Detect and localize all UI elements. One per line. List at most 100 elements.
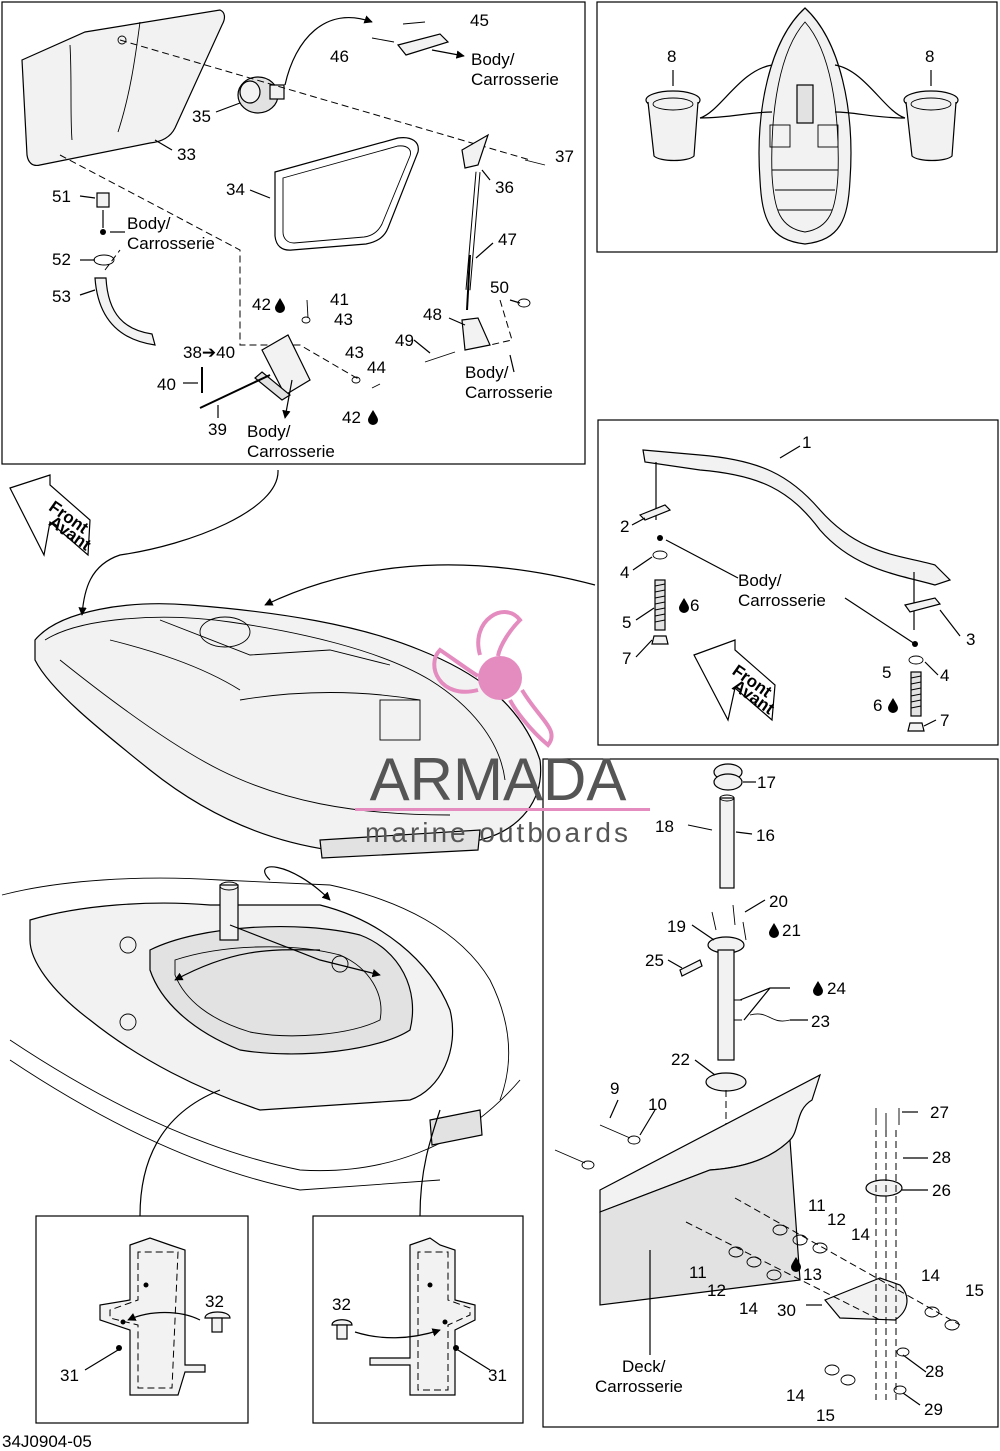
boat-top-view [758,7,852,245]
callout-labels: 45 46 Body/ Carrosserie 35 33 37 34 36 5… [2,11,984,1451]
label-28a: 28 [932,1148,951,1167]
deck-label-b: Carrosserie [595,1377,683,1396]
hinge [199,334,311,409]
label-11b: 11 [689,1263,707,1282]
label-25: 25 [645,951,664,970]
label-8b: 8 [925,47,934,66]
watermark-name: ARMADA [370,746,627,813]
label-27: 27 [930,1103,949,1122]
label-31a: 31 [60,1366,79,1385]
body-label-2a: Body/ [127,214,171,233]
label-14b: 14 [921,1266,940,1285]
label-31b: 31 [488,1366,507,1385]
label-14c: 14 [739,1299,758,1318]
label-12b: 12 [707,1281,726,1300]
body-label-1b: Carrosserie [471,70,559,89]
tow-post-assembly [554,763,961,1406]
label-38-40: 38➔40 [183,343,235,362]
propeller-icon [432,610,554,748]
cupholder-panel [645,7,959,245]
grab-handle-panel [631,445,961,732]
label-36: 36 [495,178,514,197]
panel-left-bracket [84,1237,231,1396]
figure-code: 34J0904-05 [2,1432,92,1451]
label-16: 16 [756,826,775,845]
label-44: 44 [367,358,386,377]
label-11a: 11 [808,1196,826,1215]
latch [237,76,285,114]
label-42b: 42 [342,408,361,427]
label-35: 35 [192,107,211,126]
boat-perspective-view [34,469,596,859]
label-53: 53 [52,287,71,306]
hatch-cover [21,9,226,167]
label-47: 47 [498,230,517,249]
label-7b: 7 [940,711,949,730]
label-23: 23 [811,1012,830,1031]
hatch-assembly [21,9,546,409]
deck-label-a: Deck/ [622,1357,666,1376]
striker-plate [371,21,450,56]
label-15a: 15 [965,1281,984,1300]
body-label-1a: Body/ [471,50,515,69]
label-24: 24 [827,979,846,998]
label-22: 22 [671,1050,690,1069]
watermark-logo: ARMADA marine outboards [355,610,650,848]
label-33: 33 [177,145,196,164]
label-2: 2 [620,517,629,536]
label-7a: 7 [622,649,631,668]
label-49: 49 [395,331,414,350]
label-5a: 5 [622,613,631,632]
label-32b: 32 [332,1295,351,1314]
drain-tube [93,192,156,346]
label-43a: 43 [334,310,353,329]
label-3: 3 [966,630,975,649]
label-6b: 6 [873,696,882,715]
body-label-4a: Body/ [247,422,291,441]
label-41: 41 [330,290,349,309]
label-17: 17 [757,773,776,792]
body-label-5a: Body/ [738,571,782,590]
panel-right-bracket [331,1237,491,1396]
watermark-tagline: marine outboards [365,817,631,848]
label-52: 52 [52,250,71,269]
label-4a: 4 [620,563,629,582]
cupholder-right [903,90,959,162]
label-30: 30 [777,1301,796,1320]
label-46: 46 [330,47,349,66]
label-37: 37 [555,147,574,166]
front-arrow-icon: Front Avant [9,474,95,557]
label-45: 45 [470,11,489,30]
label-5b: 5 [882,663,891,682]
label-12a: 12 [827,1210,846,1229]
front-arrow-icon-2: Front Avant [693,639,778,722]
body-label-4b: Carrosserie [247,442,335,461]
stern-closeup [1,866,521,1217]
callout-leaders-top-left [79,15,521,419]
label-21: 21 [782,921,801,940]
label-26: 26 [932,1181,951,1200]
label-51: 51 [52,187,71,206]
body-label-3a: Body/ [465,363,509,382]
cupholder-left [645,90,701,162]
label-29: 29 [924,1400,943,1419]
label-19: 19 [667,917,686,936]
label-14d: 14 [786,1386,805,1405]
label-15b: 15 [816,1406,835,1425]
label-18: 18 [655,817,674,836]
label-14a: 14 [851,1225,870,1244]
label-32a: 32 [205,1292,224,1311]
label-4b: 4 [940,666,949,685]
hatch-seal [274,137,419,251]
label-20: 20 [769,892,788,911]
label-39: 39 [208,420,227,439]
grab-handle [642,449,952,586]
label-10: 10 [648,1095,667,1114]
label-42a: 42 [252,295,271,314]
label-28b: 28 [925,1362,944,1381]
label-1: 1 [802,433,811,452]
label-48: 48 [423,305,442,324]
body-label-5b: Carrosserie [738,591,826,610]
